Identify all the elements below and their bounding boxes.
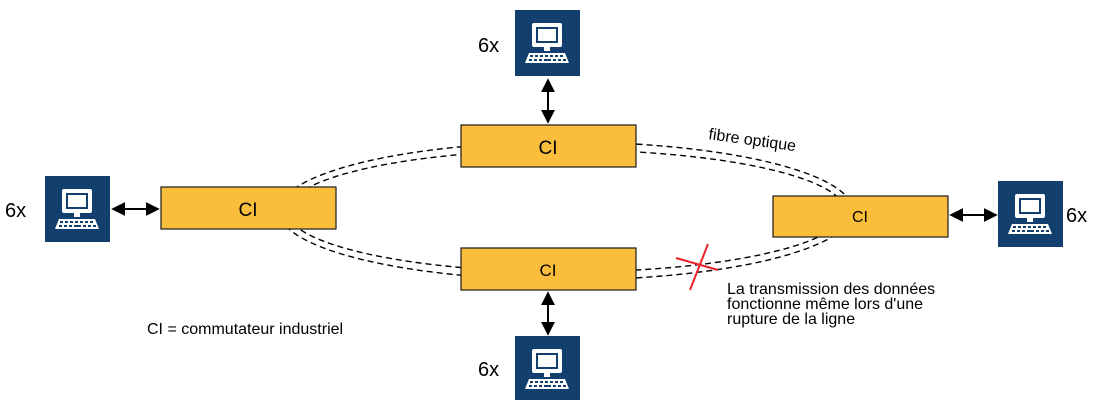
computer-icon <box>515 336 580 400</box>
break-note: La transmission des données fonctionne m… <box>727 281 935 328</box>
pc-group-bottom: 6x <box>478 336 580 400</box>
switch-right-label: CI <box>852 209 868 226</box>
computer-icon <box>998 181 1063 247</box>
break-note-line-2: fonctionne même lors d'une <box>727 296 923 313</box>
pc-count-top: 6x <box>478 35 499 57</box>
pc-group-left: 6x <box>5 176 110 242</box>
switch-left: CI <box>160 186 337 230</box>
computer-icon <box>515 10 580 76</box>
switch-bottom-label: CI <box>540 261 557 280</box>
pc-group-top: 6x <box>478 10 580 76</box>
legend-text: CI = commutateur industriel <box>147 321 343 338</box>
fiber-label: fibre optique <box>707 126 797 155</box>
computer-icon <box>45 176 110 242</box>
pc-count-bottom: 6x <box>478 359 499 381</box>
switch-top-label: CI <box>539 138 558 159</box>
pc-group-right: 6x <box>998 181 1087 247</box>
switch-right: CI <box>772 195 949 238</box>
switch-top: CI <box>460 124 637 168</box>
switch-bottom: CI <box>460 247 637 291</box>
break-note-line-1: La transmission des données <box>727 281 935 298</box>
pc-count-left: 6x <box>5 200 26 222</box>
break-note-line-3: rupture de la ligne <box>727 311 855 328</box>
switch-left-label: CI <box>239 200 258 221</box>
pc-count-right: 6x <box>1066 205 1087 227</box>
line-break-mark <box>675 243 719 291</box>
